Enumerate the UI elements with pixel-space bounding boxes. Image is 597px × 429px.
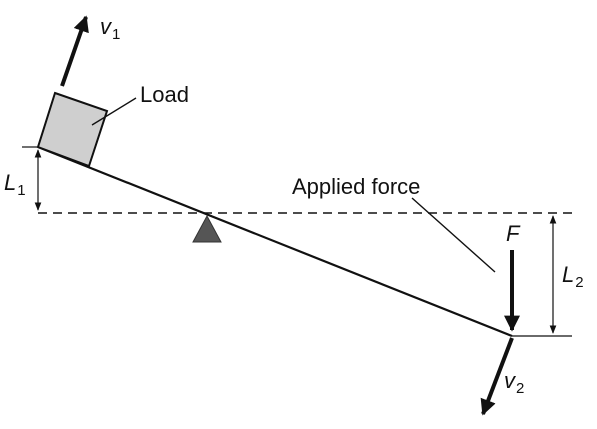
applied-force-label: Applied force: [292, 174, 420, 199]
L2-label-subscript: 2: [575, 274, 583, 291]
v2-label-main: v: [504, 368, 517, 393]
L1-label-subscript: 1: [17, 182, 25, 199]
L2-label: L2: [562, 262, 584, 291]
v2-label: v2: [504, 368, 524, 397]
v2-arrow: [480, 337, 514, 416]
v1-label-subscript: 1: [112, 26, 120, 43]
L2-label-main: L: [562, 262, 574, 287]
v2-label-subscript: 2: [516, 380, 524, 397]
L1-label-main: L: [4, 170, 16, 195]
v1-label: v1: [100, 14, 120, 43]
applied-force-leader-line: [411, 197, 496, 273]
load-label: Load: [140, 82, 189, 107]
fulcrum-triangle: [192, 214, 222, 243]
v1-arrow: [60, 15, 89, 87]
F-label: F: [506, 221, 521, 246]
load-box: [36, 91, 109, 168]
load-leader-line: [91, 97, 137, 126]
L1-label: L1: [4, 170, 26, 199]
lever-beam: [37, 145, 513, 338]
v1-label-main: v: [100, 14, 113, 39]
